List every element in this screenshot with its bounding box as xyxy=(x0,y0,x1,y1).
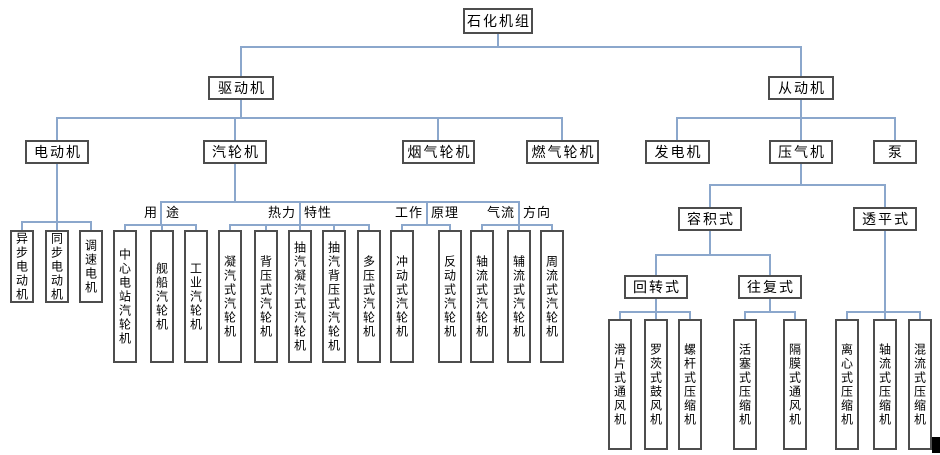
node-volumetric: 容积式 xyxy=(678,207,742,231)
node-extraction-condensing-turbine: 抽汽凝汽式汽轮机 xyxy=(288,230,312,363)
node-central-station-turbine: 中心电站汽轮机 xyxy=(113,230,137,363)
node-driver: 驱动机 xyxy=(208,76,274,100)
node-condensing-turbine: 凝汽式汽轮机 xyxy=(218,230,242,363)
node-backpressure-turbine: 背压式汽轮机 xyxy=(254,230,278,363)
node-steam-turbine: 汽轮机 xyxy=(203,140,267,164)
node-sliding-vane-fan: 滑片式通风机 xyxy=(608,319,632,450)
node-speed-motor: 调速电机 xyxy=(79,230,103,303)
node-industrial-turbine: 工业汽轮机 xyxy=(184,230,208,363)
node-motor: 电动机 xyxy=(25,140,89,164)
node-screw-compressor: 螺杆式压缩机 xyxy=(678,319,702,450)
node-extraction-backpressure-turbine: 抽汽背压式汽轮机 xyxy=(322,230,346,363)
node-reaction-turbine: 反动式汽轮机 xyxy=(438,230,462,363)
category-label-thermal-right: 特性 xyxy=(304,205,333,220)
node-marine-turbine: 舰船汽轮机 xyxy=(150,230,174,363)
node-generator: 发电机 xyxy=(645,140,710,164)
node-peripheral-flow-turbine: 周流式汽轮机 xyxy=(540,230,564,363)
category-label-airflow-left: 气流 xyxy=(486,205,515,220)
text-cursor-artifact xyxy=(932,437,940,453)
category-label-principle-left: 工作 xyxy=(394,205,423,220)
category-label-thermal-left: 热力 xyxy=(267,205,296,220)
node-axial-flow-turbine: 轴流式汽轮机 xyxy=(470,230,494,363)
node-diaphragm-fan: 隔膜式通风机 xyxy=(783,319,807,450)
node-compressor: 压气机 xyxy=(769,140,833,164)
node-centrifugal-compressor: 离心式压缩机 xyxy=(835,319,859,450)
node-gas-turbine: 燃气轮机 xyxy=(526,140,599,164)
node-flue-gas-turbine: 烟气轮机 xyxy=(402,140,475,164)
node-sync-motor: 同步电动机 xyxy=(45,230,69,303)
category-label-use-right: 途 xyxy=(166,205,181,220)
category-label-principle-right: 原理 xyxy=(431,205,460,220)
category-label-airflow-right: 方向 xyxy=(523,205,552,220)
node-turbo: 透平式 xyxy=(853,207,917,231)
node-impulse-turbine: 冲动式汽轮机 xyxy=(390,230,414,363)
node-root: 石化机组 xyxy=(463,8,533,34)
node-reciprocating: 往复式 xyxy=(738,275,802,299)
node-multipressure-turbine: 多压式汽轮机 xyxy=(357,230,381,363)
node-pump: 泵 xyxy=(873,140,917,164)
node-auxiliary-flow-turbine: 辅流式汽轮机 xyxy=(507,230,531,363)
category-label-use-left: 用 xyxy=(143,205,158,220)
node-axial-compressor: 轴流式压缩机 xyxy=(873,319,897,450)
node-roots-blower: 罗茨式鼓风机 xyxy=(644,319,668,450)
node-driven: 从动机 xyxy=(768,76,834,100)
node-mixed-flow-compressor: 混流式压缩机 xyxy=(908,319,932,450)
node-rotary: 回转式 xyxy=(624,275,688,299)
node-async-motor: 异步电动机 xyxy=(10,230,34,303)
node-piston-compressor: 活塞式压缩机 xyxy=(733,319,757,450)
